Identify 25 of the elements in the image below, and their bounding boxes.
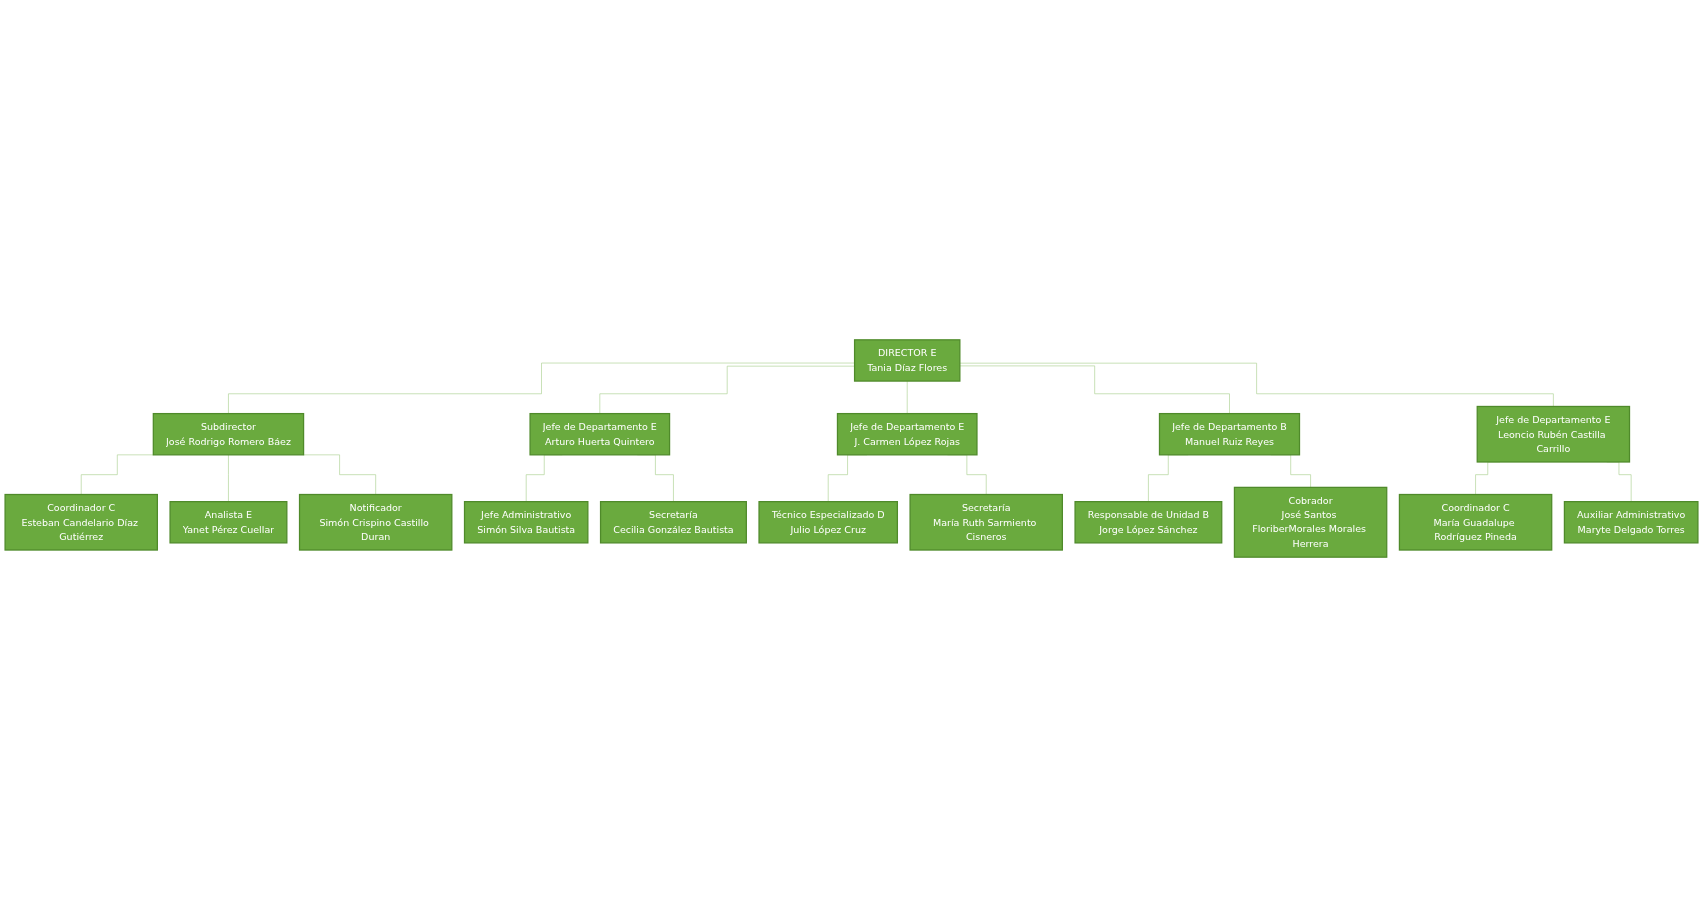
node-box: Secretaría María Ruth Sarmiento Cisneros <box>909 493 1063 551</box>
node-box: Coordinador C María Guadalupe Rodríguez Pineda <box>1398 493 1553 551</box>
connector <box>80 454 154 495</box>
connector <box>228 362 855 414</box>
node-box: Jefe Administrativo Simón Silva Bautista <box>463 501 589 544</box>
node-box: Auxiliar Administrativo Maryte Delgado Torres <box>1563 501 1699 544</box>
node-box: Notificador Simón Crispino Castillo Duran <box>298 493 453 551</box>
node-box: Jefe de Departamento E J. Carmen López Rojas <box>836 412 978 456</box>
node-box: Jefe de Departamento E Arturo Huerta Quintero <box>529 412 671 456</box>
node-box: Cobrador José Santos FloriberMorales Morales Herrera <box>1233 486 1388 558</box>
connector <box>303 454 376 495</box>
node-box: Responsable de Unidad B Jorge López Sánchez <box>1074 501 1223 544</box>
connector <box>906 380 908 414</box>
node-box: Jefe de Departamento B Manuel Ruiz Reyes <box>1158 412 1301 456</box>
node-box: Jefe de Departamento E Leoncio Rubén Castilla Carrillo <box>1476 405 1631 463</box>
node-box: Analista E Yanet Pérez Cuellar <box>169 501 288 544</box>
node-box: Coordinador C Esteban Candelario Díaz Gutiérrez <box>4 493 158 551</box>
connector <box>959 362 1554 407</box>
connector <box>228 454 229 502</box>
node-box: DIRECTOR E Tania Díaz Flores <box>853 339 961 382</box>
node-box: Secretaría Cecilia González Bautista <box>599 501 747 544</box>
node-box: Subdirector José Rodrigo Romero Báez <box>152 412 305 456</box>
connector <box>959 365 1230 414</box>
node-box: Técnico Especializado D Julio López Cruz <box>758 501 899 544</box>
connector <box>599 365 855 414</box>
